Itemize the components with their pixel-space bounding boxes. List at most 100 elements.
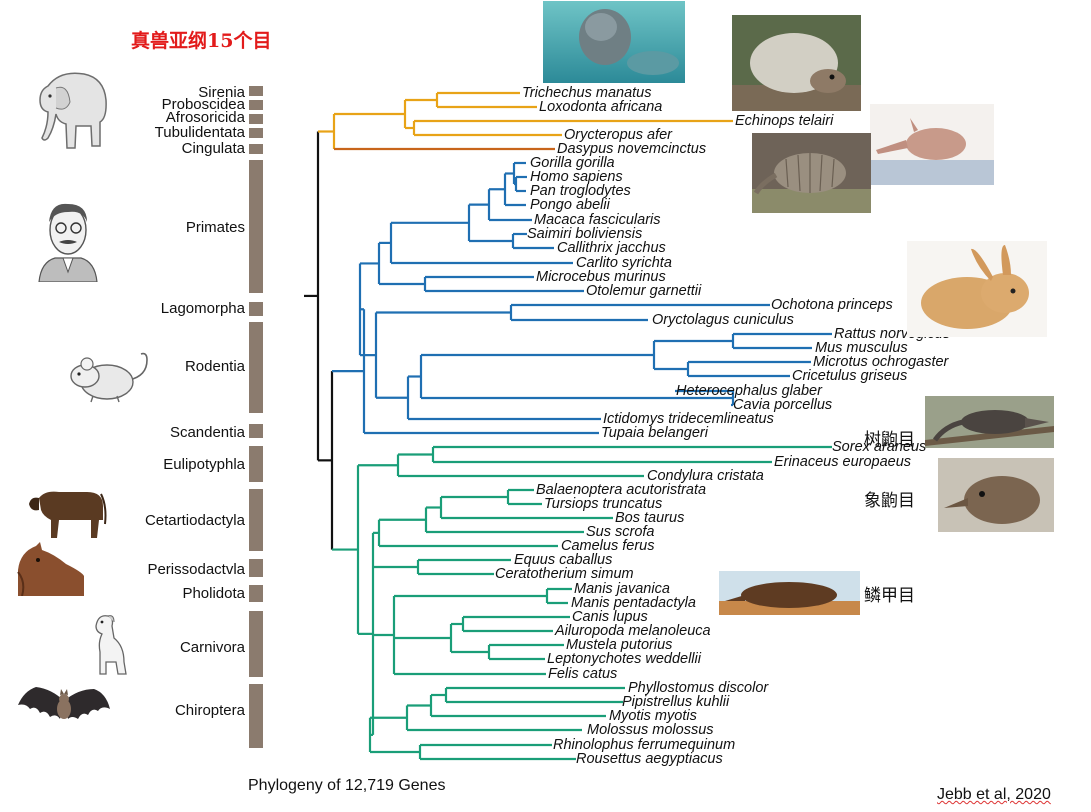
species-label: Gorilla gorilla — [530, 155, 615, 171]
species-label: Molossus molossus — [587, 722, 714, 738]
armadillo-photo — [752, 133, 871, 213]
species-label: Homo sapiens — [530, 169, 623, 185]
order-label-pholidota: Pholidota — [182, 585, 245, 602]
tenrec-photo — [732, 15, 861, 111]
species-label: Ailuropoda melanoleuca — [555, 623, 711, 639]
species-label: Cricetulus griseus — [792, 368, 908, 384]
species-label: Canis lupus — [572, 609, 648, 625]
species-label: Sorex araneus — [832, 439, 927, 455]
species-label: Microtus ochrogaster — [813, 354, 949, 370]
order-label-chiroptera: Chiroptera — [174, 702, 245, 719]
order-label-cetartiodactyla: Cetartiodactyla — [144, 512, 245, 529]
manatee-photo — [543, 1, 685, 83]
order-label-scandentia: Scandentia — [169, 424, 245, 441]
species-label: Pongo abelii — [530, 197, 610, 213]
species-label: Callithrix jacchus — [557, 240, 666, 256]
species-label: Balaenoptera acutoristrata — [536, 482, 707, 498]
order-bar-pholidota — [249, 585, 263, 602]
species-label: Bos taurus — [615, 510, 685, 526]
species-label: Microcebus murinus — [536, 269, 666, 285]
species-label: Orycteropus afer — [564, 127, 672, 143]
order-bar-primates — [249, 160, 263, 293]
order-bar-sirenia — [249, 86, 263, 96]
species-label: Loxodonta africana — [539, 99, 663, 115]
order-bar-perissodactvla — [249, 559, 263, 577]
pangolin-photo — [719, 571, 860, 615]
order-bar-tubulidentata — [249, 128, 263, 138]
species-label: Rhinolophus ferrumequinum — [553, 737, 736, 753]
species-label: Cavia porcellus — [733, 397, 833, 413]
species-label: Pipistrellus kuhlii — [622, 694, 730, 710]
order-bar-cingulata — [249, 144, 263, 154]
species-label: Mus musculus — [815, 340, 908, 356]
species-label: Manis pentadactyla — [571, 595, 696, 611]
label-pangolin-order: 鳞甲目 — [864, 586, 915, 606]
order-bar-lagomorpha — [249, 302, 263, 316]
species-label: Ceratotherium simum — [495, 566, 634, 582]
label-elephant-shrew-order: 象鼩目 — [864, 491, 915, 511]
species-label: Ochotona princeps — [771, 297, 893, 313]
order-bar-cetartiodactyla — [249, 489, 263, 551]
order-bar-carnivora — [249, 611, 263, 677]
figure-title: 真兽亚纲15个目 — [131, 30, 272, 52]
species-label: Saimiri boliviensis — [527, 226, 643, 242]
species-label: Oryctolagus cuniculus — [652, 312, 794, 328]
species-label: Rousettus aegyptiacus — [576, 751, 723, 767]
species-label: Felis catus — [548, 666, 618, 682]
label-treeshrew-order: 树鼩目 — [864, 430, 915, 450]
species-label: Tursiops truncatus — [544, 496, 663, 512]
order-label-primates: Primates — [185, 219, 245, 236]
dog-icon — [95, 615, 127, 675]
order-bar-scandentia — [249, 424, 263, 438]
order-label-rodentia: Rodentia — [184, 358, 245, 375]
order-bar-afrosoricida — [249, 114, 263, 124]
species-label: Sus scrofa — [586, 524, 655, 540]
order-bar-chiroptera — [249, 684, 263, 748]
species-label: Heterocephalus glaber — [676, 383, 822, 399]
species-label: Camelus ferus — [561, 538, 655, 554]
species-label: Manis javanica — [574, 581, 670, 597]
species-label: Echinops telairi — [735, 113, 834, 129]
order-label-proboscidea: Proboscidea — [161, 96, 245, 113]
species-label: Otolemur garnettii — [586, 283, 702, 299]
species-label: Ictidomys tridecemlineatus — [603, 411, 774, 427]
mouse-icon — [70, 352, 148, 403]
species-label: Dasypus novemcinctus — [557, 141, 707, 157]
species-label: Equus caballus — [514, 552, 613, 568]
treeshrew-photo — [925, 396, 1054, 448]
species-label: Macaca fascicularis — [534, 212, 661, 228]
horse-icon — [16, 542, 84, 596]
order-label-cingulata: Cingulata — [181, 140, 245, 157]
species-label: Phyllostomus discolor — [628, 680, 769, 696]
order-bar-rodentia — [249, 322, 263, 413]
order-bar-eulipotyphla — [249, 446, 263, 482]
elephant-icon — [39, 72, 107, 149]
rabbit-photo — [907, 241, 1047, 337]
man-cartoon-icon — [38, 203, 98, 282]
order-label-tubulidentata: Tubulidentata — [154, 124, 245, 141]
figure-caption: Phylogeny of 12,719 Genes — [248, 777, 446, 794]
order-label-sirenia: Sirenia — [198, 84, 245, 101]
species-label: Tupaia belangeri — [601, 425, 708, 441]
citation: Jebb et al, 2020 — [937, 786, 1051, 803]
species-label: Mustela putorius — [566, 637, 673, 653]
aardvark-photo — [870, 104, 994, 185]
species-label: Carlito syrichta — [576, 255, 672, 271]
species-label: Pan troglodytes — [530, 183, 631, 199]
elephant-shrew-photo — [938, 458, 1054, 532]
order-bar-proboscidea — [249, 100, 263, 110]
cow-icon — [29, 491, 107, 538]
bat-icon — [18, 687, 110, 719]
order-label-eulipotyphla: Eulipotyphla — [163, 456, 245, 473]
species-label: Myotis myotis — [609, 708, 697, 724]
order-label-carnivora: Carnivora — [179, 639, 245, 656]
order-label-afrosoricida: Afrosoricida — [165, 109, 245, 126]
order-label-lagomorpha: Lagomorpha — [160, 300, 245, 317]
species-label: Condylura cristata — [647, 468, 764, 484]
order-label-perissodactvla: Perissodactvla — [147, 561, 245, 578]
species-label: Trichechus manatus — [522, 85, 652, 101]
species-label: Leptonychotes weddellii — [547, 651, 701, 667]
species-label: Erinaceus europaeus — [774, 454, 912, 470]
